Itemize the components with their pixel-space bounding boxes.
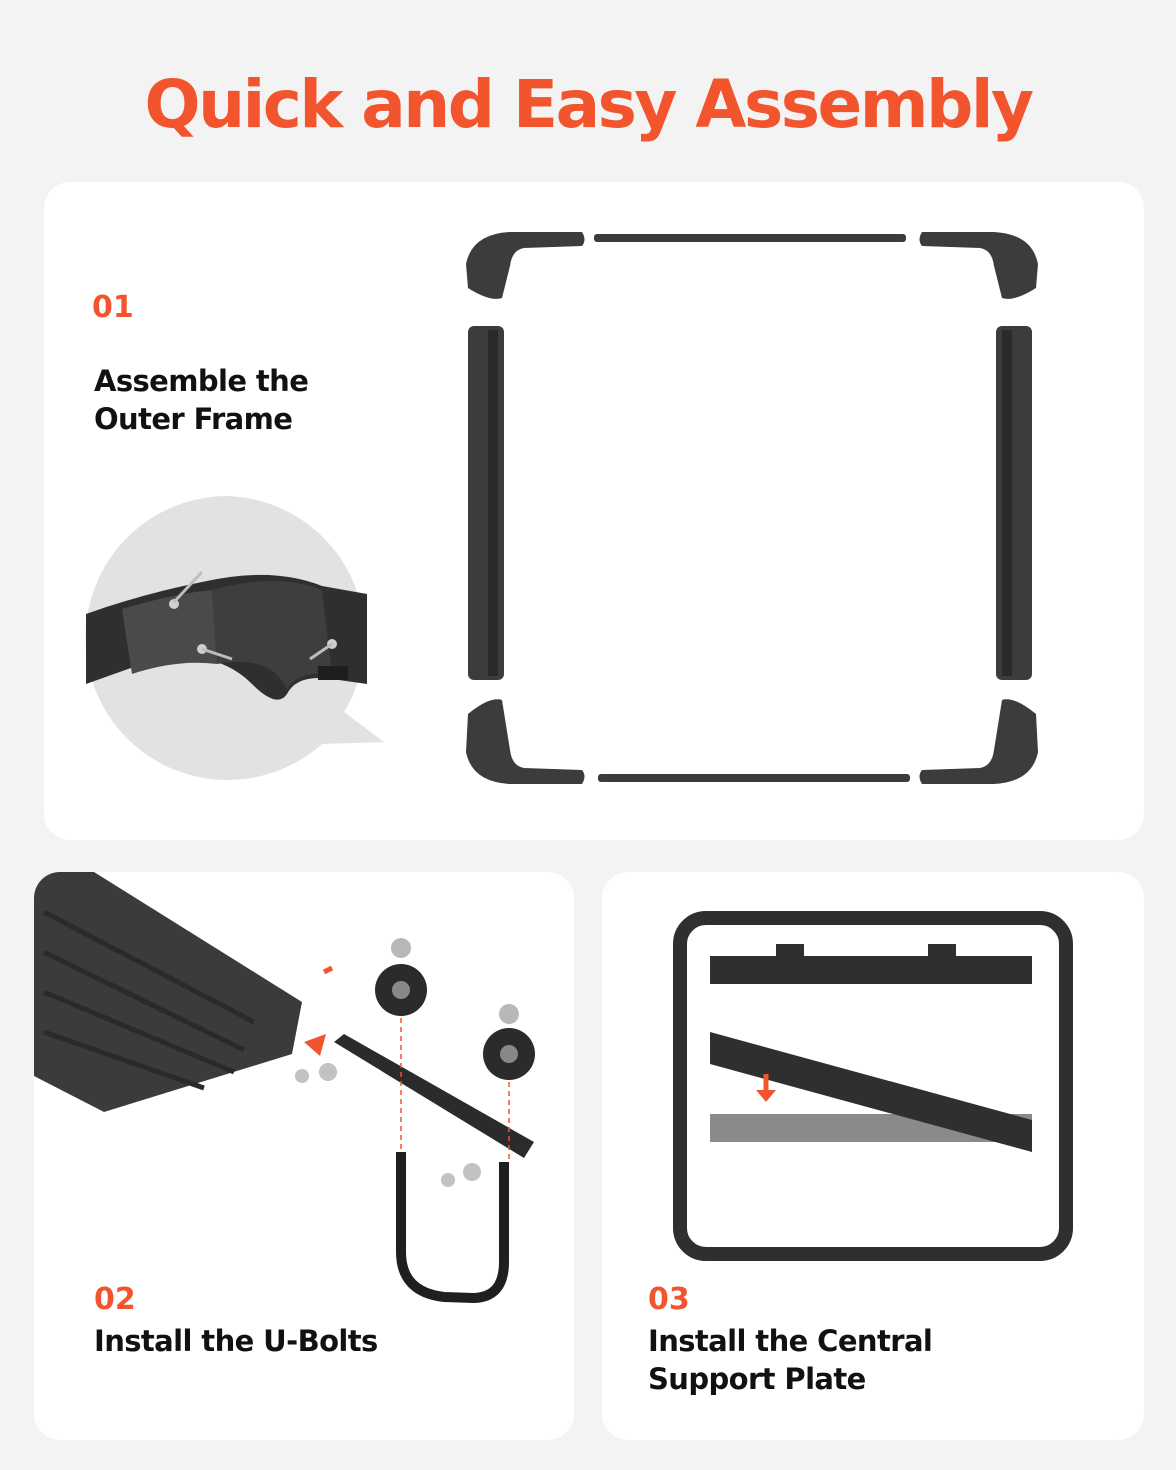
corner-joint-zoom-image xyxy=(85,496,385,780)
u-bolt-assembly-image xyxy=(34,872,535,1304)
step-title-line: Support Plate xyxy=(648,1362,866,1396)
step-card-u-bolts: 02 Install the U-Bolts xyxy=(34,872,574,1440)
page-title: Quick and Easy Assembly xyxy=(144,66,1034,143)
step-title: Assemble the Outer Frame xyxy=(94,362,309,438)
step-card-support-plate: 03 Install the Central Support Plate xyxy=(602,872,1144,1440)
outer-frame-exploded-image xyxy=(466,232,1038,784)
support-plate-image xyxy=(673,911,1073,1261)
step-title: Install the U-Bolts xyxy=(94,1322,378,1360)
step-number: 03 xyxy=(648,1282,690,1317)
step-number: 02 xyxy=(94,1282,136,1317)
step-title-line: Assemble the xyxy=(94,364,309,398)
step-number: 01 xyxy=(92,290,134,325)
step-card-outer-frame: 01 Assemble the Outer Frame xyxy=(44,182,1144,840)
step-title-line: Install the U-Bolts xyxy=(94,1324,378,1358)
step-title: Install the Central Support Plate xyxy=(648,1322,933,1398)
step-title-line: Outer Frame xyxy=(94,402,293,436)
step-title-line: Install the Central xyxy=(648,1324,933,1358)
